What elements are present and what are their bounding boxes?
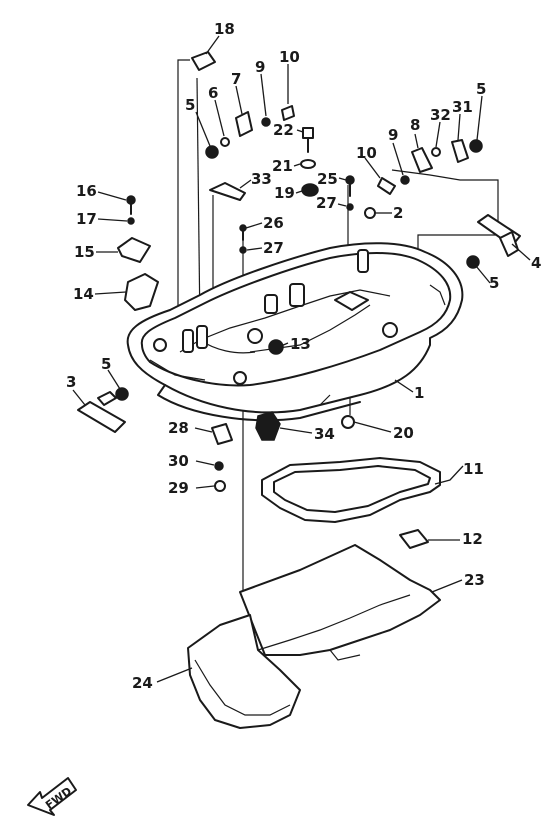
callout-8: 8	[410, 116, 420, 134]
callout-16: 16	[76, 182, 97, 200]
callout-6: 6	[208, 84, 218, 102]
callout-4: 4	[531, 254, 541, 272]
callout-24: 24	[132, 674, 153, 692]
callout-9-right: 9	[388, 126, 398, 144]
front-lower-cover	[187, 614, 301, 729]
lower-cover	[239, 544, 441, 661]
callout-32: 32	[430, 106, 451, 124]
callout-33: 33	[251, 170, 272, 188]
callout-34: 34	[314, 425, 335, 443]
callout-3: 3	[66, 373, 76, 391]
callout-30: 30	[168, 452, 189, 470]
bottom-cowling-gasket	[261, 457, 441, 523]
callout-15: 15	[74, 243, 95, 261]
callout-23: 23	[464, 571, 485, 589]
callout-11: 11	[463, 460, 484, 478]
callout-19: 19	[274, 184, 295, 202]
callout-18: 18	[214, 20, 235, 38]
callout-7: 7	[231, 70, 241, 88]
callout-25: 25	[317, 170, 338, 188]
bottom-cowling	[126, 242, 464, 422]
callout-5-left: 5	[101, 355, 111, 373]
fwd-arrow-icon	[27, 777, 77, 816]
callout-12: 12	[462, 530, 483, 548]
side-grip-right	[477, 214, 521, 257]
fwd-direction-arrow: FWD	[27, 777, 77, 816]
callout-27-mid: 27	[263, 239, 284, 257]
callout-17: 17	[76, 210, 97, 228]
callout-21: 21	[272, 157, 293, 175]
callout-28: 28	[168, 419, 189, 437]
callout-27-top: 27	[316, 194, 337, 212]
callout-5-right: 5	[489, 274, 499, 292]
callout-20: 20	[393, 424, 414, 442]
small-parts	[115, 51, 483, 492]
callout-26: 26	[263, 214, 284, 232]
callout-31: 31	[452, 98, 473, 116]
callout-9-top: 9	[255, 58, 265, 76]
callout-5-top-left: 5	[185, 96, 195, 114]
leader-lines	[72, 35, 531, 683]
callout-labels: 18 10 9 7 6 5 22 21 19 25 27 2 33 26 27 …	[66, 20, 541, 692]
callout-10-right: 10	[356, 144, 377, 162]
callout-2: 2	[393, 204, 403, 222]
callout-22: 22	[273, 121, 294, 139]
callout-1: 1	[414, 384, 424, 402]
cowling-tag	[399, 529, 429, 549]
callout-5-top-right: 5	[476, 80, 486, 98]
callout-13: 13	[290, 335, 311, 353]
callout-29: 29	[168, 479, 189, 497]
side-grip-left	[77, 391, 126, 433]
callout-10-top: 10	[279, 48, 300, 66]
callout-14: 14	[73, 285, 94, 303]
